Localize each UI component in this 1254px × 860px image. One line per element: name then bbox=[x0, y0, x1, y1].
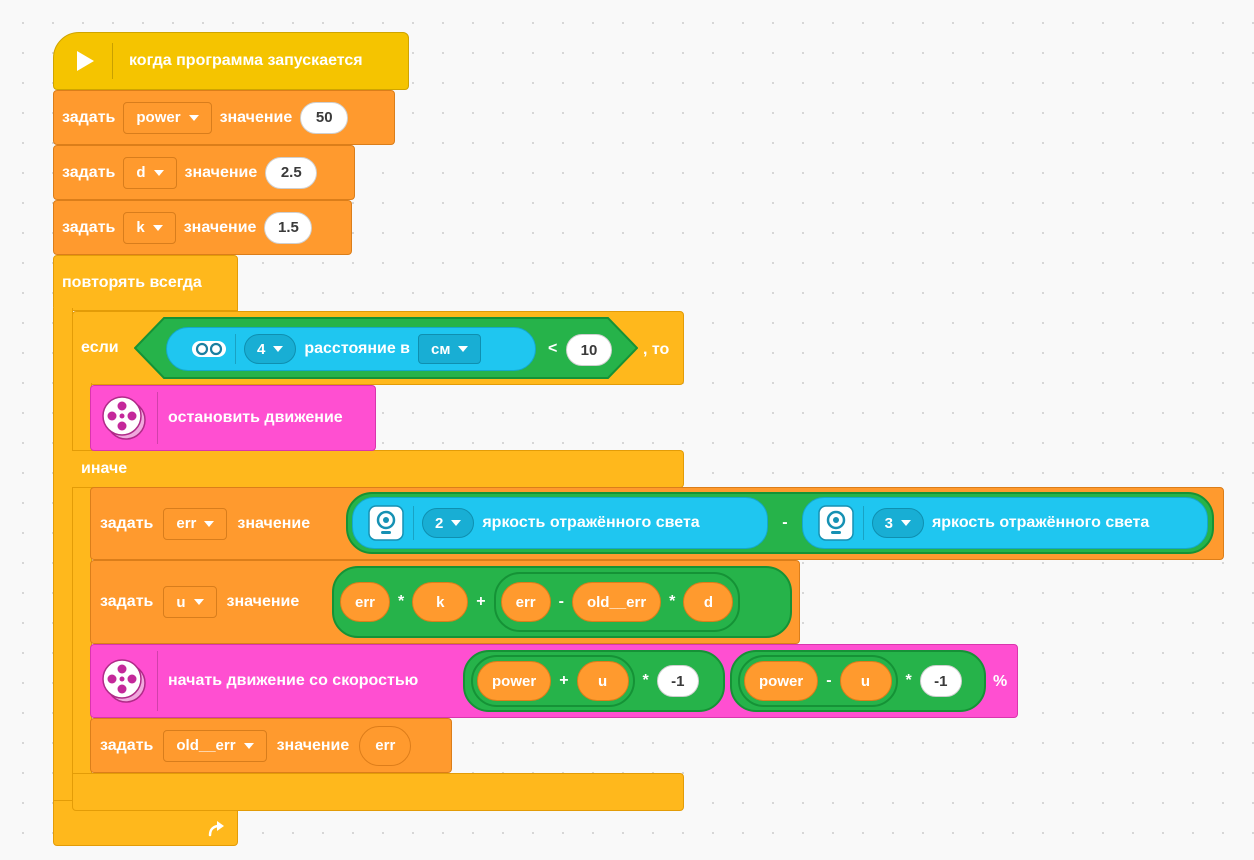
multiply-operator: * bbox=[642, 672, 649, 689]
variable-reporter-u[interactable]: u bbox=[576, 661, 629, 701]
port-dropdown-2[interactable]: 2 bbox=[422, 508, 475, 538]
power-plus-u-operator[interactable]: power + u bbox=[471, 655, 635, 707]
color-sensor-icon bbox=[368, 505, 404, 541]
minus-operator: - bbox=[826, 672, 832, 689]
set-old-err-block[interactable]: задать old__err значение err bbox=[90, 718, 452, 773]
color-sensor-icon bbox=[817, 505, 854, 541]
variable-dropdown-d[interactable]: d bbox=[123, 156, 177, 189]
add-operator-block[interactable]: err * k + err - old__err * d bbox=[332, 566, 792, 638]
then-word: , то bbox=[643, 341, 670, 358]
multiply-operator: * bbox=[905, 672, 912, 689]
stop-movement-block[interactable]: остановить движение bbox=[90, 385, 376, 451]
chevron-down-icon bbox=[451, 520, 462, 526]
value-input-d[interactable]: 2.5 bbox=[265, 156, 318, 189]
variable-reporter-power[interactable]: power bbox=[477, 661, 552, 701]
variable-reporter-err[interactable]: err bbox=[500, 582, 551, 622]
unit-dropdown[interactable]: см bbox=[418, 334, 482, 364]
variable-reporter-d[interactable]: d bbox=[683, 582, 734, 622]
port-dropdown-4[interactable]: 4 bbox=[244, 334, 297, 364]
chevron-down-icon bbox=[152, 224, 163, 231]
chevron-down-icon bbox=[243, 742, 254, 749]
multiplier-input-left[interactable]: -1 bbox=[656, 665, 699, 697]
set-verb: задать bbox=[62, 108, 116, 126]
reflected-light-reporter-2[interactable]: 2 яркость отражённого света bbox=[352, 497, 769, 549]
forever-loop-arm bbox=[53, 308, 73, 803]
variable-dropdown-k[interactable]: k bbox=[123, 211, 176, 244]
distance-sensor-reporter[interactable]: 4 расстояние в см bbox=[166, 327, 536, 371]
set-verb: задать bbox=[62, 163, 116, 181]
chevron-down-icon bbox=[458, 346, 469, 352]
chevron-down-icon bbox=[273, 346, 284, 352]
variable-dropdown-power[interactable]: power bbox=[123, 101, 212, 134]
multiply-operator-block[interactable]: err - old__err * d bbox=[493, 572, 741, 632]
chevron-down-icon bbox=[188, 114, 199, 121]
motor-pair-icon bbox=[102, 659, 146, 703]
set-d-block[interactable]: задать d значение 2.5 bbox=[53, 145, 355, 200]
set-k-block[interactable]: задать k значение 1.5 bbox=[53, 200, 352, 255]
variable-reporter-err[interactable]: err bbox=[359, 725, 412, 766]
multiply-operator: * bbox=[669, 593, 676, 610]
value-word: значение bbox=[184, 163, 258, 181]
chevron-down-icon bbox=[153, 169, 164, 176]
start-moving-label: начать движение со скоростью bbox=[168, 672, 419, 689]
set-verb: задать bbox=[62, 218, 116, 236]
multiply-operator: * bbox=[398, 593, 405, 610]
divider bbox=[112, 43, 113, 79]
port-dropdown-3[interactable]: 3 bbox=[871, 508, 924, 538]
percent-unit: % bbox=[993, 673, 1008, 690]
value-input-power[interactable]: 50 bbox=[300, 101, 349, 134]
set-verb: задать bbox=[100, 736, 154, 754]
reflected-light-label: яркость отражённого света bbox=[931, 514, 1150, 531]
else-section: иначе bbox=[72, 450, 684, 488]
variable-reporter-u[interactable]: u bbox=[839, 661, 892, 701]
value-word: значение bbox=[183, 218, 257, 236]
value-word: значение bbox=[276, 736, 350, 754]
loop-label: повторять всегда bbox=[62, 274, 202, 291]
set-power-block[interactable]: задать power значение 50 bbox=[53, 90, 395, 145]
value-word: значение bbox=[219, 108, 293, 126]
set-verb: задать bbox=[100, 514, 154, 532]
condition-value-input[interactable]: 10 bbox=[566, 334, 612, 366]
subtract-operator-block[interactable]: 2 яркость отражённого света - 3 яркость … bbox=[346, 492, 1214, 554]
ultrasonic-sensor-icon bbox=[192, 341, 226, 357]
variable-reporter-power[interactable]: power bbox=[744, 661, 819, 701]
multiplier-input-right[interactable]: -1 bbox=[919, 665, 962, 697]
chevron-down-icon bbox=[204, 520, 215, 527]
plus-operator: + bbox=[476, 593, 486, 610]
chevron-down-icon bbox=[900, 520, 911, 526]
minus-operator: - bbox=[558, 593, 564, 610]
left-speed-operator[interactable]: power + u * -1 bbox=[463, 650, 725, 712]
loop-arrow-icon bbox=[208, 821, 224, 837]
distance-label: расстояние в bbox=[304, 340, 411, 357]
forever-loop-block[interactable]: повторять всегда bbox=[53, 255, 238, 311]
reflected-light-label: яркость отражённого света bbox=[482, 514, 700, 531]
hat-label: когда программа запускается bbox=[129, 52, 363, 69]
set-verb: задать bbox=[100, 593, 154, 610]
value-word: значение bbox=[237, 514, 311, 532]
variable-dropdown-u[interactable]: u bbox=[163, 586, 217, 618]
when-program-starts-block[interactable]: когда программа запускается bbox=[53, 32, 409, 90]
if-else-arm bbox=[72, 383, 92, 778]
variable-dropdown-err[interactable]: err bbox=[163, 507, 228, 540]
variable-reporter-err[interactable]: err bbox=[340, 582, 391, 622]
stop-movement-label: остановить движение bbox=[168, 409, 343, 426]
play-icon bbox=[77, 51, 94, 71]
right-speed-operator[interactable]: power - u * -1 bbox=[730, 650, 986, 712]
else-word: иначе bbox=[81, 460, 128, 477]
variable-reporter-old-err[interactable]: old__err bbox=[571, 582, 662, 622]
reflected-light-reporter-3[interactable]: 3 яркость отражённого света bbox=[801, 497, 1208, 549]
if-else-bottom bbox=[72, 773, 684, 811]
power-minus-u-operator[interactable]: power - u bbox=[738, 655, 898, 707]
less-than-operator: < bbox=[548, 340, 558, 357]
chevron-down-icon bbox=[193, 599, 204, 605]
value-input-k[interactable]: 1.5 bbox=[264, 211, 313, 244]
variable-dropdown-old-err[interactable]: old__err bbox=[163, 729, 267, 762]
if-word: если bbox=[81, 339, 119, 356]
plus-operator: + bbox=[559, 672, 569, 689]
minus-operator: - bbox=[782, 514, 788, 531]
motor-pair-icon bbox=[102, 396, 146, 440]
value-word: значение bbox=[226, 593, 300, 610]
variable-reporter-k[interactable]: k bbox=[412, 582, 469, 622]
